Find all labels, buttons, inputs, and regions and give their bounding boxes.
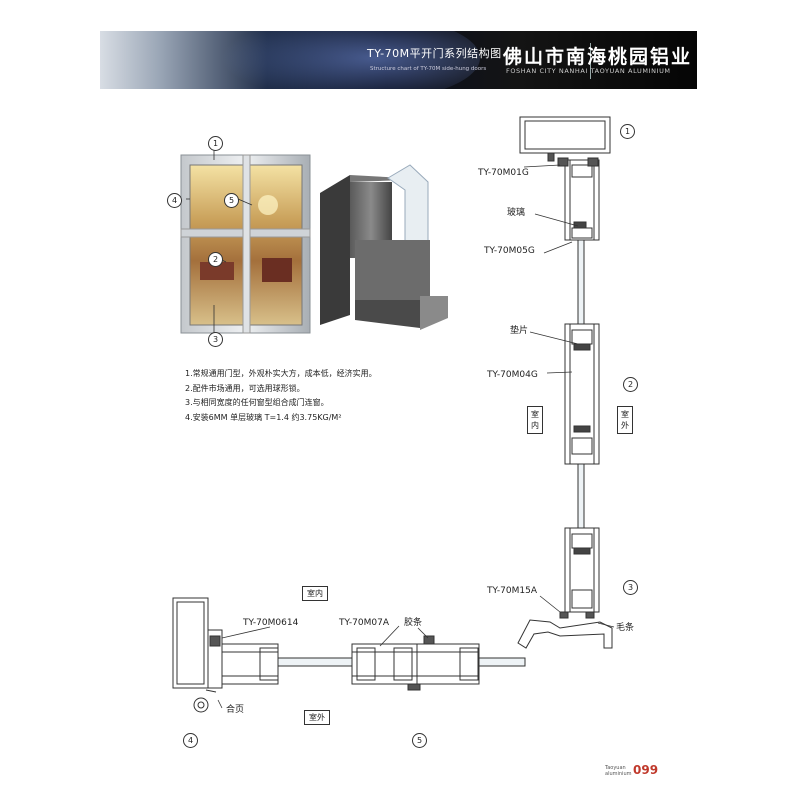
leader-lines — [186, 150, 615, 709]
footer-brand: Taoyuan aluminium — [605, 765, 632, 777]
marker-4-photo: 4 — [167, 193, 182, 208]
note-line: 4.安装6MM 单层玻璃 T=1.4 约3.75KG/M² — [185, 412, 342, 422]
label-gasket: 垫片 — [510, 326, 529, 336]
marker-3-photo: 3 — [208, 332, 223, 347]
door-photo — [180, 154, 311, 334]
company-name-en: FOSHAN CITY NANHAI TAOYUAN ALUMINIUM — [506, 67, 671, 75]
horizontal-section — [172, 597, 526, 713]
label-outdoor-horizontal: 室外 — [304, 710, 330, 725]
label-indoor-vertical: 室内 — [527, 406, 543, 434]
label-glass: 玻璃 — [507, 208, 526, 218]
marker-2-photo: 2 — [208, 252, 223, 267]
note-line: 3.与相同宽度的任何窗型组合成门连窗。 — [185, 398, 329, 407]
label-m01g: TY-70M01G — [478, 168, 529, 178]
label-indoor-horizontal: 室内 — [302, 586, 328, 601]
marker-5-photo: 5 — [224, 193, 239, 208]
label-brush: 毛条 — [616, 623, 635, 633]
header-banner — [100, 31, 697, 89]
label-m15a: TY-70M15A — [487, 586, 538, 596]
label-m07a: TY-70M07A — [339, 618, 390, 628]
label-rubber: 胶条 — [404, 618, 423, 628]
note-line: 1.常规通用门型，外观朴实大方，成本低，经济实用。 — [185, 369, 377, 378]
page-subtitle: Structure chart of TY-70M side-hung door… — [370, 66, 487, 72]
company-name: 佛山市南海桃园铝业 — [503, 46, 693, 68]
marker-2-section: 2 — [623, 377, 638, 392]
label-m05g: TY-70M05G — [484, 246, 535, 256]
label-m04g: TY-70M04G — [487, 370, 538, 380]
banner-divider — [590, 43, 591, 79]
vertical-section — [517, 116, 613, 649]
banner-swoosh-decoration — [220, 31, 480, 89]
spec-notes: 1.常规通用门型，外观朴实大方，成本低，经济实用。 2.配件市场通用，可选用球形… — [185, 367, 377, 425]
marker-5-section: 5 — [412, 733, 427, 748]
marker-4-section: 4 — [183, 733, 198, 748]
marker-3-section: 3 — [623, 580, 638, 595]
marker-1-photo: 1 — [208, 136, 223, 151]
label-m0614: TY-70M0614 — [243, 618, 299, 628]
page-number: 099 — [633, 763, 659, 777]
marker-1-section: 1 — [620, 124, 635, 139]
page-title: TY-70M平开门系列结构图 — [367, 47, 502, 60]
profile-3d-photo — [320, 164, 448, 330]
label-hinge: 合页 — [226, 705, 245, 715]
label-outdoor-vertical: 室外 — [617, 406, 633, 434]
note-line: 2.配件市场通用，可选用球形锁。 — [185, 383, 305, 393]
